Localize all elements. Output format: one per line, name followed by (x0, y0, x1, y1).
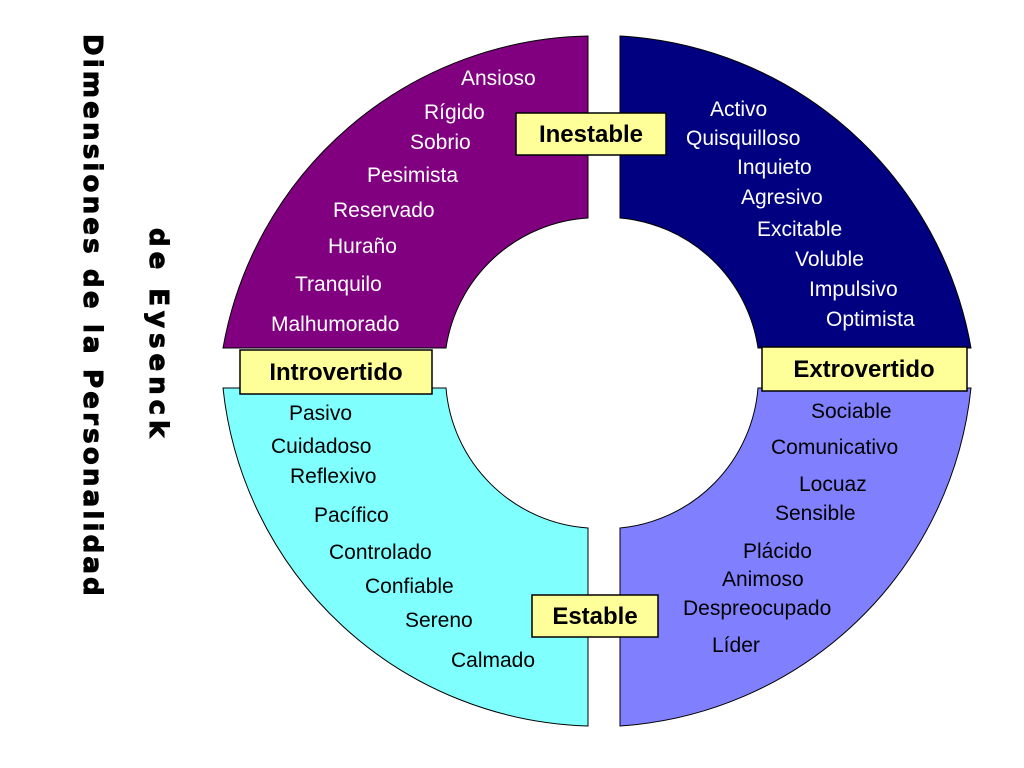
trait-label: Reservado (333, 199, 435, 222)
quadrant-melancholic (222, 35, 589, 349)
traits-top-right: ActivoQuisquillosoInquietoAgresivoExcita… (686, 98, 915, 331)
axis-text-left: Introvertido (269, 359, 402, 386)
trait-label: Plácido (743, 540, 812, 563)
trait-label: Optimista (826, 308, 915, 331)
vertical-title-line2: de Eysenck (143, 228, 174, 443)
trait-label: Activo (710, 98, 767, 121)
traits-bottom-left: PasivoCuidadosoReflexivoPacíficoControla… (271, 402, 535, 672)
traits-top-left: AnsiosoRígidoSobrioPesimistaReservadoHur… (271, 67, 536, 336)
trait-label: Quisquilloso (686, 127, 800, 150)
trait-label: Despreocupado (683, 597, 831, 620)
trait-label: Tranquilo (295, 273, 382, 296)
trait-label: Agresivo (741, 186, 823, 209)
vertical-subtitle-text: de Eysenck (143, 228, 173, 442)
trait-label: Sociable (811, 400, 892, 423)
quadrant-choleric (619, 35, 972, 349)
vertical-title-text: Dimensiones de la Personalidad (77, 34, 107, 599)
trait-label: Animoso (722, 568, 804, 591)
axis-label-estable: Estable (531, 594, 659, 638)
quadrant-sanguine (619, 387, 972, 727)
quadrant-phlegmatic (222, 387, 589, 727)
trait-label: Controlado (329, 541, 432, 564)
trait-label: Reflexivo (290, 465, 376, 488)
trait-label: Voluble (795, 248, 864, 271)
vertical-title-line1: Dimensiones de la Personalidad (77, 34, 108, 600)
trait-label: Calmado (451, 649, 535, 672)
axis-text-right: Extrovertido (793, 356, 934, 383)
axis-label-extrovertido: Extrovertido (761, 346, 968, 392)
trait-label: Pacífico (314, 504, 389, 527)
trait-label: Comunicativo (771, 436, 898, 459)
trait-label: Pesimista (367, 164, 458, 187)
trait-label: Malhumorado (271, 313, 399, 336)
axis-text-bottom: Estable (552, 603, 637, 630)
trait-label: Excitable (757, 218, 842, 241)
trait-label: Locuaz (799, 473, 867, 496)
trait-label: Líder (712, 634, 760, 657)
trait-label: Sobrio (410, 131, 471, 154)
trait-label: Sensible (775, 502, 856, 525)
trait-label: Rígido (424, 101, 485, 124)
trait-label: Inquieto (737, 156, 812, 179)
traits-bottom-right: SociableComunicativoLocuazSensiblePlácid… (683, 400, 898, 657)
trait-label: Sereno (405, 609, 473, 632)
trait-label: Pasivo (289, 402, 352, 425)
axis-text-top: Inestable (539, 121, 643, 148)
trait-label: Huraño (328, 235, 397, 258)
trait-label: Impulsivo (809, 278, 898, 301)
trait-label: Cuidadoso (271, 435, 371, 458)
axis-label-inestable: Inestable (515, 112, 667, 156)
axis-label-introvertido: Introvertido (239, 349, 433, 395)
trait-label: Confiable (365, 575, 454, 598)
trait-label: Ansioso (461, 67, 536, 90)
